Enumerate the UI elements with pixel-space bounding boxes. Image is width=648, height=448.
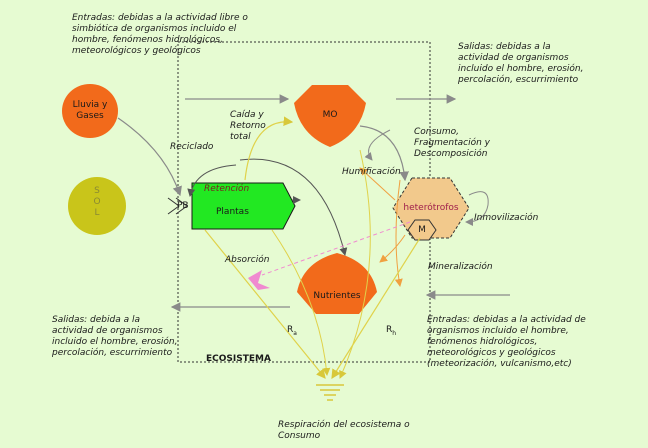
- arrow-plantas-respiracion: [271, 229, 331, 376]
- arrow-inmovilizacion-loop: [465, 191, 489, 226]
- caida-label: Caída y Retorno total: [230, 110, 266, 142]
- arrow-plantas-nutrientes: [239, 158, 348, 256]
- arrow-ra-respiracion: [204, 229, 326, 379]
- plantas-label: Plantas: [216, 207, 249, 217]
- heterotrofos-label: heterótrofos: [403, 203, 459, 213]
- arrow-consumo: [364, 129, 391, 161]
- absorcion-label: Absorción: [225, 255, 270, 265]
- inmovilizacion-label: Inmovilización: [474, 213, 539, 223]
- arrow-rh-respiracion: [331, 237, 421, 380]
- arrow-caida-retorno: [244, 116, 294, 181]
- rh-subscript: h: [392, 330, 397, 337]
- pb-label: PB: [177, 201, 189, 211]
- mo-shape: [294, 85, 366, 147]
- rh-main: R: [386, 325, 393, 335]
- arrow-reciclado: [187, 164, 237, 197]
- heterotrofos-hexagon: [392, 177, 470, 239]
- ecosistema-label: ECOSISTEMA: [206, 354, 271, 364]
- pb-chevron: [167, 197, 188, 215]
- arrow-humificacion: [359, 167, 396, 201]
- entradas-top-text: Entradas: debidas a la actividad libre o…: [72, 13, 248, 56]
- sol-label: S O L: [93, 186, 101, 218]
- mineralizacion-label: Mineralización: [428, 262, 493, 272]
- pink-dashed-line: [261, 221, 411, 276]
- mo-label: MO: [322, 110, 338, 120]
- entradas-bottom-text: Entradas: debidas a la actividad de orga…: [427, 315, 586, 369]
- arrow-lluvia-plantas: [117, 117, 182, 197]
- arrow-orange-right: [394, 179, 403, 287]
- arrow-mineralizacion: [379, 234, 406, 263]
- respiracion-label: Respiración del ecosistema o Consumo: [278, 420, 410, 441]
- m-label: M: [418, 225, 426, 235]
- nutrientes-shape: [297, 253, 377, 314]
- plantas-shape: [191, 182, 296, 230]
- arrow-mo-heterotrofos: [359, 125, 409, 182]
- consumo-label: Consumo, Fragmentación y Descomposición: [414, 127, 491, 159]
- rh-label: Rh: [386, 325, 396, 339]
- salidas-bottom-text: Salidas: debida a la actividad de organi…: [52, 315, 178, 358]
- ra-subscript: a: [293, 330, 297, 337]
- ra-label: Ra: [287, 325, 297, 339]
- humificacion-label: Humificación: [342, 167, 401, 177]
- arrow-mo-respiracion: [339, 149, 371, 379]
- retencion-label: Retención: [204, 184, 250, 194]
- lluvia-gases-circle: [62, 84, 118, 138]
- salidas-top-text: Salidas: debidas a la actividad de organ…: [458, 42, 584, 85]
- ra-main: R: [287, 325, 294, 335]
- ground-symbol: [316, 384, 344, 401]
- sol-circle: [68, 177, 126, 235]
- nutrientes-label: Nutrientes: [313, 291, 361, 301]
- lluvia-gases-label: Lluvia y Gases: [72, 100, 108, 121]
- absorcion-arrow-head: [248, 270, 270, 290]
- m-hexagon: [407, 219, 437, 241]
- reciclado-label: Reciclado: [170, 142, 214, 152]
